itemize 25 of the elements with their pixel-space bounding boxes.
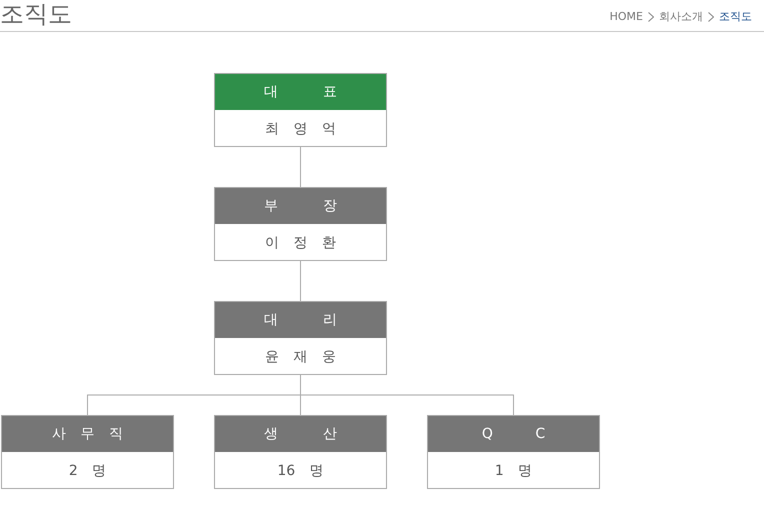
org-chart-box <box>214 301 387 375</box>
page-title: 조직도 <box>0 0 72 28</box>
title-bar: 부 장 <box>215 188 386 224</box>
title-bar: Q C <box>428 416 599 452</box>
title-bar: 대 리 <box>215 302 386 338</box>
breadcrumb-current: 조직도 <box>719 9 752 24</box>
name-text: 최 영 억 <box>265 120 336 138</box>
name-text: 2 명 <box>68 462 106 480</box>
org-chart-box <box>1 415 174 489</box>
name-text: 윤 재 웅 <box>265 348 336 366</box>
org-chart-box <box>427 415 600 489</box>
title-bar: 대 표 <box>215 74 386 110</box>
org-chart-box <box>214 415 387 489</box>
breadcrumb-link: 회사소개 <box>659 9 703 24</box>
connector-line <box>300 146 301 188</box>
title-bar: 사 무 직 <box>2 416 173 452</box>
name-text: 1 명 <box>494 462 532 480</box>
name-text: 16 명 <box>277 462 324 480</box>
org-chart-box <box>214 73 387 147</box>
name-text: 이 정 환 <box>265 234 336 252</box>
org-chart-box <box>214 187 387 261</box>
connector-line <box>300 374 514 416</box>
breadcrumb-link: HOME <box>610 10 643 23</box>
title-bar: 생 산 <box>215 416 386 452</box>
connector-line <box>300 260 301 302</box>
